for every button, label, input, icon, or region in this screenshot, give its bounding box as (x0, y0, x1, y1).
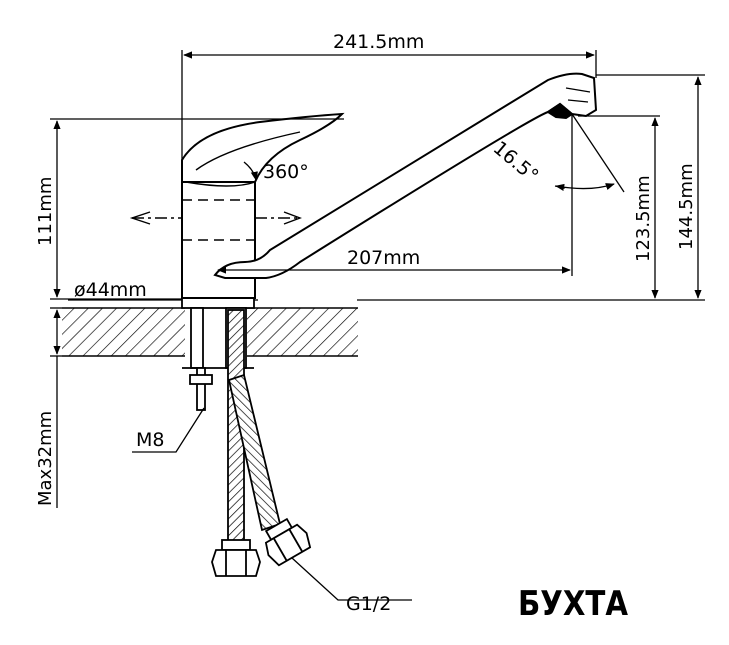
faucet-body (129, 181, 302, 299)
rotation-label: 360° (263, 161, 309, 183)
lever-handle (181, 112, 345, 187)
dimension-lines (50, 50, 705, 601)
body-height-label: 111mm (35, 177, 56, 246)
bukhta-logo: БУХТА (518, 584, 629, 624)
stud-thread-label: M8 (136, 429, 164, 451)
countertop (62, 306, 358, 358)
spout-reach-label: 207mm (347, 247, 420, 269)
base-diameter-label: ø44mm (74, 279, 147, 301)
total-height-label: 144.5mm (676, 163, 697, 250)
hose-connectors (211, 517, 312, 577)
mount-thickness-label: Max32mm (35, 411, 56, 506)
width-dimension-label: 241.5mm (333, 31, 424, 53)
outlet-height-label: 123.5mm (633, 175, 654, 262)
spout-angle-label: 16.5° (489, 137, 543, 187)
brand-logo-text: БУХТА (518, 584, 629, 624)
connector-thread-label: G1/2 (346, 593, 391, 615)
spout (213, 72, 598, 279)
